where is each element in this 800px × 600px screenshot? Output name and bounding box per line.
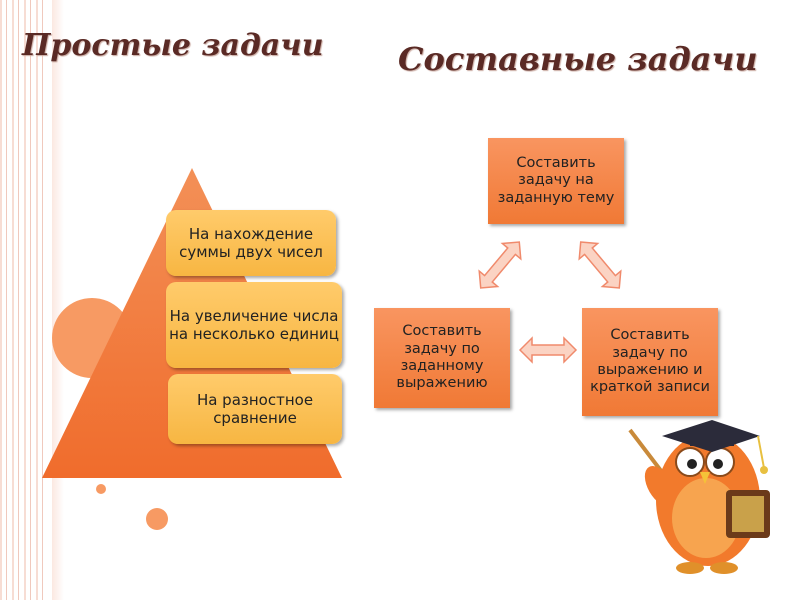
decorative-circle-small bbox=[146, 508, 168, 530]
owl-beak bbox=[700, 472, 710, 484]
cycle-box-left: Составить задачу по заданному выражению bbox=[374, 308, 510, 408]
pyramid-item-difference: На разностное сравнение bbox=[168, 374, 342, 444]
decorative-stripes bbox=[0, 0, 48, 600]
decorative-circle-tiny bbox=[96, 484, 106, 494]
simple-tasks-title: Простые задачи bbox=[22, 28, 324, 63]
owl-belly bbox=[672, 478, 740, 558]
cycle-box-top: Составить задачу на заданную тему bbox=[488, 138, 624, 224]
pyramid-item-increase: На увеличение числа на несколько единиц bbox=[166, 282, 342, 368]
compound-tasks-title: Составные задачи bbox=[398, 40, 758, 78]
pyramid-item-sum: На нахождение суммы двух чисел bbox=[166, 210, 336, 276]
cycle-arrows bbox=[478, 241, 622, 364]
arrow-top-left bbox=[478, 241, 522, 289]
cycle-box-right: Составить задачу по выражению и краткой … bbox=[582, 308, 718, 416]
arrow-left-right bbox=[518, 336, 578, 364]
arrow-top-right bbox=[578, 241, 622, 289]
